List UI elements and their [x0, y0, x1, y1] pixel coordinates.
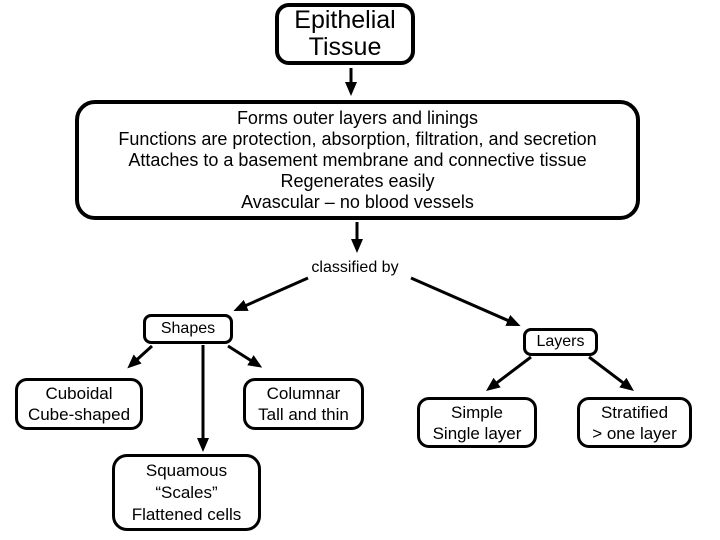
- description-line: Attaches to a basement membrane and conn…: [128, 149, 587, 170]
- classified-by-label: classified by: [311, 259, 399, 276]
- arrow-classified-by-to-shapes: [233, 276, 309, 312]
- arrow-layers-to-simple: [486, 355, 532, 392]
- description-line: Avascular – no blood vessels: [241, 191, 474, 212]
- node-cuboidal: Cuboidal Cube-shaped: [15, 378, 143, 430]
- node-description: Forms outer layers and linings Functions…: [75, 100, 640, 220]
- node-cuboidal-line: Cube-shaped: [27, 405, 131, 424]
- node-cuboidal-line: Cuboidal: [45, 384, 113, 403]
- description-line: Functions are protection, absorption, fi…: [118, 128, 597, 149]
- node-columnar: Columnar Tall and thin: [243, 378, 364, 430]
- node-simple-line: Single layer: [432, 423, 522, 443]
- arrow-classified-by-to-layers: [410, 276, 521, 327]
- node-columnar-line: Tall and thin: [258, 405, 349, 424]
- node-squamous-line: Flattened cells: [131, 504, 242, 524]
- node-squamous: Squamous “Scales” Flattened cells: [112, 454, 261, 531]
- node-stratified-line: > one layer: [592, 423, 677, 443]
- description-line: Forms outer layers and linings: [236, 107, 479, 128]
- node-columnar-line: Columnar: [266, 384, 341, 403]
- node-stratified: Stratified > one layer: [577, 397, 692, 448]
- description-line: Regenerates easily: [280, 170, 435, 191]
- arrow-shapes-to-columnar: [227, 344, 263, 368]
- node-epithelial-tissue: Epithelial Tissue: [275, 3, 415, 65]
- arrow-shapes-to-cuboidal: [127, 344, 154, 369]
- node-squamous-line: Squamous: [145, 460, 228, 480]
- node-simple: Simple Single layer: [417, 397, 537, 448]
- node-stratified-line: Stratified: [600, 402, 669, 422]
- node-squamous-line: “Scales”: [155, 482, 218, 502]
- node-layers: Layers: [523, 328, 598, 356]
- arrow-layers-to-stratified: [588, 355, 634, 392]
- node-simple-line: Simple: [451, 402, 503, 422]
- node-shapes: Shapes: [143, 314, 233, 344]
